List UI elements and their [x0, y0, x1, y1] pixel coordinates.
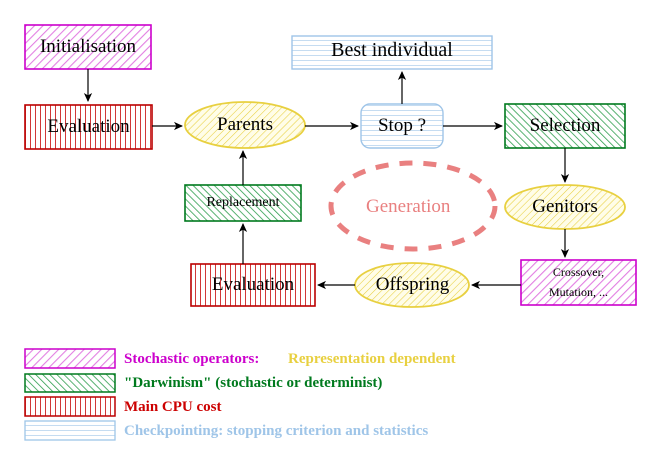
node-offspring	[354, 262, 470, 308]
node-replacement	[184, 184, 302, 222]
node-crossover-mutation	[520, 259, 637, 306]
legend-label-darwinism: "Darwinism" (stochastic or determinist)	[124, 375, 383, 391]
legend-label-checkpointing: Checkpointing: stopping criterion and st…	[124, 423, 429, 439]
node-generation	[328, 160, 498, 252]
legend-swatch-red-vertical	[24, 396, 116, 417]
legend-swatch-blue-horizontal	[24, 420, 116, 441]
node-evaluation-top	[24, 104, 153, 150]
legend-swatch-green-diagonal	[24, 373, 116, 393]
node-stop	[360, 103, 444, 149]
legend-label-main-cpu-cost: Main CPU cost	[124, 399, 222, 415]
label-generation: Generation	[366, 196, 451, 217]
node-evaluation-bottom	[190, 263, 316, 307]
node-best-individual	[291, 35, 493, 70]
legend-swatch-magenta-diagonal	[24, 348, 116, 369]
legend-label-stochastic-operators: Stochastic operators:	[124, 351, 260, 367]
node-initialisation	[24, 24, 152, 70]
legend-label-representation-dependent: Representation dependent	[288, 351, 456, 367]
node-selection	[504, 103, 626, 149]
node-parents	[184, 101, 306, 149]
node-genitors	[504, 184, 626, 230]
